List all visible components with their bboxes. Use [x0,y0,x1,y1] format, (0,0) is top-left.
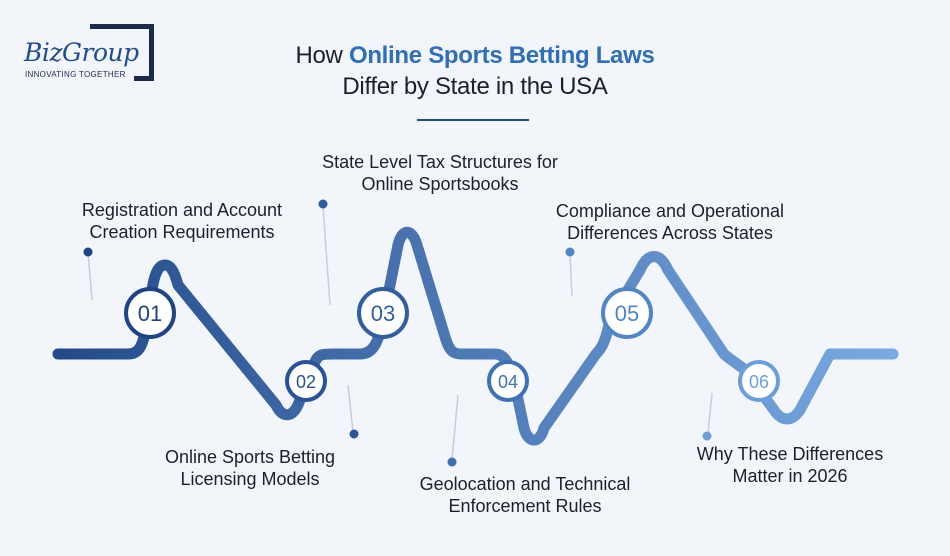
step-badge-04: 04 [487,360,529,402]
step-badge-02: 02 [285,360,327,402]
step-number-03: 03 [371,301,395,326]
step-badge-06: 06 [738,360,780,402]
step-label-01-line2: Creation Requirements [89,222,275,242]
title-highlight: Online Sports Betting Laws [348,42,655,69]
connector-05 [565,247,575,297]
step-badge-03: 03 [357,287,409,339]
connector-04 [447,394,459,467]
step-label-06: Why These Differences Matter in 2026 [690,443,890,487]
step-label-05-line1: Compliance and Operational [555,201,785,221]
connector-01 [83,247,93,301]
step-label-02-line1: Online Sports Betting [164,447,336,467]
step-label-06-line2: Matter in 2026 [732,466,848,486]
connector-02 [347,384,359,439]
step-label-06-line1: Why These Differences [696,444,884,464]
step-label-05: Compliance and Operational Differences A… [540,200,800,244]
step-label-04-line1: Geolocation and Technical [419,474,631,494]
connector-06 [702,392,713,441]
logo-frame-shape [90,24,154,79]
step-label-05-line2: Differences Across States [567,223,773,243]
logo-name: BizGroup [24,38,143,67]
step-label-04-line2: Enforcement Rules [448,496,602,516]
step-badge-01: 01 [124,287,176,339]
step-label-04: Geolocation and Technical Enforcement Ru… [405,473,645,517]
step-label-01-line1: Registration and Account [81,200,283,220]
step-label-03-line2: Online Sportsbooks [361,174,519,194]
title-prefix: How [295,42,349,69]
step-label-02: Online Sports Betting Licensing Models [145,446,355,490]
title-underline [417,119,529,121]
step-number-05: 05 [615,301,639,326]
title-line-2: Differ by State in the USA [342,73,608,100]
step-label-02-line2: Licensing Models [180,469,320,489]
step-badge-05: 05 [601,287,653,339]
step-number-01: 01 [138,301,162,326]
bizgroup-logo: BizGroup INNOVATING TOGETHER [22,24,157,84]
step-label-03-line1: State Level Tax Structures for [322,152,558,172]
step-number-06: 06 [749,372,769,392]
step-label-03: State Level Tax Structures for Online Sp… [300,151,580,195]
step-number-02: 02 [296,372,316,392]
connector-03 [318,199,331,306]
step-label-01: Registration and Account Creation Requir… [72,199,292,243]
wave-line [52,226,899,446]
logo-frame-corner [134,54,154,81]
step-number-04: 04 [498,372,518,392]
logo-tagline: INNOVATING TOGETHER [25,70,129,79]
title-line-1: How Online Sports Betting Laws [200,40,750,71]
page-title: How Online Sports Betting Laws Differ by… [200,40,750,102]
